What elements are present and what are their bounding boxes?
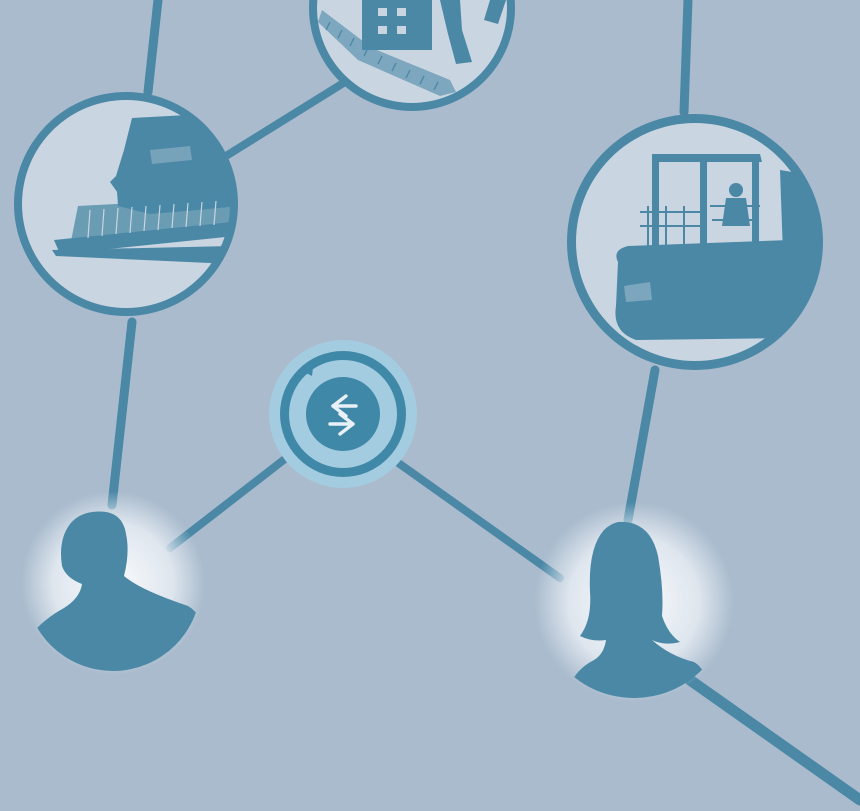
connector-conveyor-building (222, 78, 349, 160)
connector-top-right (679, 0, 693, 117)
node-machine-forklift[interactable] (567, 114, 823, 370)
building-equipment-icon (318, 0, 506, 96)
exchange-arrows-icon (328, 394, 358, 436)
node-hub-exchange[interactable] (269, 340, 417, 488)
connector-male-hub (166, 451, 294, 552)
male-silhouette-icon (25, 511, 201, 671)
node-machine-building[interactable] (309, 0, 515, 111)
forklift-icon (615, 154, 815, 340)
connector-female-offscreen (684, 674, 860, 806)
connector-top-left (143, 0, 163, 97)
connector-hub-female (393, 458, 564, 582)
node-machine-conveyor[interactable] (14, 92, 240, 316)
conveyor-machine-icon (52, 114, 233, 264)
connector-forklift-female (623, 365, 660, 525)
connector-conveyor-male (107, 317, 137, 510)
connections (107, 0, 860, 806)
node-person-female[interactable] (534, 502, 734, 702)
hub-ring-notch (300, 360, 314, 376)
female-silhouette-icon (566, 521, 712, 698)
node-person-male[interactable] (10, 491, 214, 680)
